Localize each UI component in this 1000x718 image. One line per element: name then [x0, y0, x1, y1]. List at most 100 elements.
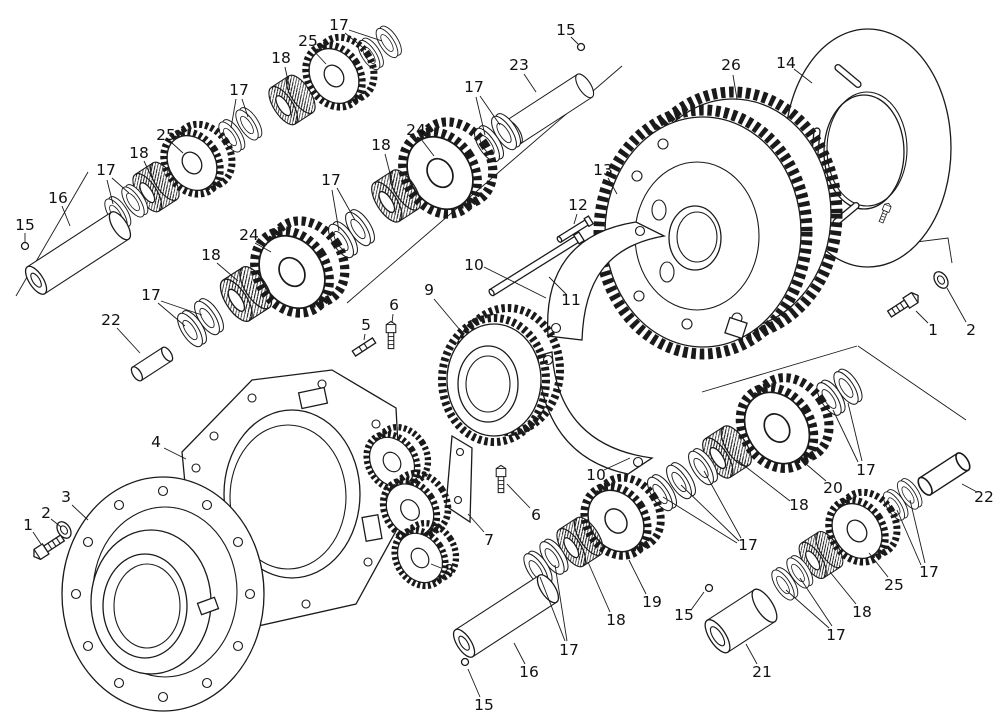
callout-18-44: 18 — [606, 611, 626, 629]
callout-24-11: 24 — [406, 121, 426, 139]
callout-leader-line — [785, 589, 830, 629]
callout-16-15: 16 — [48, 189, 68, 207]
callout-15-0: 15 — [556, 21, 576, 39]
callout-leader-line — [523, 73, 537, 93]
callout-5-25: 5 — [361, 316, 371, 334]
callout-21-52: 21 — [752, 663, 772, 681]
callout-18-10: 18 — [129, 144, 149, 162]
part-22-pin — [914, 449, 974, 499]
callout-25-45: 25 — [884, 576, 904, 594]
callout-leader-line — [662, 496, 738, 544]
callout-3-36: 3 — [61, 488, 71, 506]
callout-leader-line — [163, 447, 187, 460]
part-12-pin — [556, 215, 595, 243]
callout-18-3: 18 — [271, 49, 291, 67]
callout-2-29: 2 — [966, 321, 976, 339]
callout-10-30: 10 — [586, 466, 606, 484]
callout-leader-line — [160, 300, 203, 316]
part-7-anchor-plate — [445, 434, 473, 524]
callout-leader-line — [384, 153, 394, 186]
callout-leader-line — [745, 643, 758, 665]
callout-leader-line — [420, 138, 435, 157]
callout-leader-line — [336, 187, 356, 221]
callout-leader-line — [157, 302, 186, 327]
callout-leader-line — [909, 499, 926, 564]
callout-leader-line — [690, 591, 705, 611]
callout-leader-line — [467, 513, 485, 533]
callout-leader-line — [915, 310, 929, 324]
callout-20-31: 20 — [823, 479, 843, 497]
callout-leader-line — [483, 266, 547, 299]
callout-18-12: 18 — [371, 136, 391, 154]
callout-25-2: 25 — [298, 32, 318, 50]
part-3-wheel-hub — [61, 476, 265, 712]
callout-11-20: 11 — [561, 291, 581, 309]
callout-leader-line — [348, 29, 383, 42]
part-6-bolt — [495, 464, 507, 494]
callout-17-50: 17 — [559, 641, 579, 659]
callout-1-28: 1 — [928, 321, 938, 339]
callout-leader-line — [143, 160, 153, 179]
callout-leader-line — [946, 287, 967, 323]
callout-leader-line — [430, 563, 442, 569]
callout-leader-line — [50, 518, 62, 528]
callout-leader-line — [628, 559, 647, 595]
callout-leader-line — [732, 74, 738, 100]
callout-leader-line — [868, 552, 889, 578]
callout-1-38: 1 — [23, 516, 33, 534]
callout-17-14: 17 — [96, 161, 116, 179]
callout-leader-line — [896, 509, 922, 566]
callout-leader-line — [241, 98, 249, 118]
part-15-ball — [460, 657, 470, 667]
callout-leader-line — [548, 276, 567, 295]
callout-25-9: 25 — [156, 126, 176, 144]
callout-leader-line — [106, 179, 114, 205]
callout-leader-line — [111, 177, 130, 194]
lower-right-gear-train — [699, 474, 927, 658]
part-13-26-ring-gear — [593, 86, 843, 360]
callout-leader-line — [573, 213, 578, 225]
part-15-ball — [20, 241, 30, 251]
callout-8-41: 8 — [444, 561, 454, 579]
callout-17-26: 17 — [141, 286, 161, 304]
callout-leader-line — [216, 262, 239, 282]
callout-leader-line — [607, 177, 618, 195]
callout-leader-line — [71, 504, 89, 521]
part-21-sleeve — [699, 584, 783, 658]
callout-leader-line — [254, 242, 272, 253]
callout-leader-line — [506, 483, 531, 509]
callout-leader-line — [829, 571, 857, 605]
callout-leader-line — [603, 457, 631, 471]
callout-leader-line — [554, 564, 568, 642]
callout-14-7: 14 — [776, 54, 796, 72]
callout-leader-line — [391, 313, 394, 324]
callout-leader-line — [513, 642, 526, 665]
callout-leader-line — [479, 95, 501, 126]
callout-22-27: 22 — [101, 311, 121, 329]
callout-24-21: 24 — [239, 226, 259, 244]
callout-17-1: 17 — [329, 16, 349, 34]
callout-leader-line — [230, 98, 237, 129]
callout-leader-line — [363, 333, 366, 341]
callout-leader-line — [116, 327, 141, 354]
callout-leader-line — [961, 483, 978, 493]
callout-leader-line — [847, 402, 863, 462]
callout-leader-line — [793, 68, 813, 84]
callout-leader-line — [680, 484, 740, 542]
callout-6-39: 6 — [531, 506, 541, 524]
callout-10-19: 10 — [464, 256, 484, 274]
callout-26-6: 26 — [721, 56, 741, 74]
callout-17-51: 17 — [826, 626, 846, 644]
callout-17-5: 17 — [464, 78, 484, 96]
callout-15-53: 15 — [474, 696, 494, 714]
callout-leader-line — [805, 463, 827, 482]
part-5-lock-strip — [351, 337, 377, 357]
callout-4-34: 4 — [151, 433, 161, 451]
callout-7-40: 7 — [484, 531, 494, 549]
part-10-band-lower — [537, 351, 654, 475]
callout-leader-line — [284, 66, 291, 91]
callout-17-8: 17 — [229, 81, 249, 99]
callout-23-4: 23 — [509, 56, 529, 74]
